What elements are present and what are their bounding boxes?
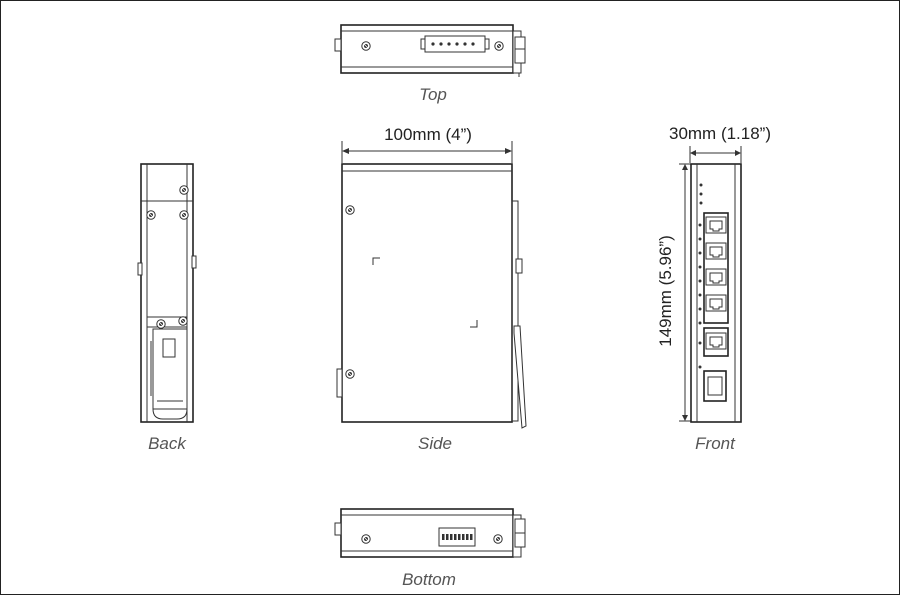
- screw-icon: [345, 205, 355, 215]
- screw-icon: [494, 41, 504, 51]
- status-leds: [698, 183, 703, 369]
- ethernet-port-icon: [705, 268, 727, 286]
- bottom-view: Bottom: [334, 508, 526, 589]
- back-view-label: Back: [148, 434, 187, 453]
- back-view: Back: [137, 163, 197, 453]
- screw-icon: [345, 369, 355, 379]
- dip-switch: [438, 527, 476, 547]
- screw-icon: [361, 41, 371, 51]
- screw-icon: [146, 210, 156, 220]
- bottom-view-label: Bottom: [402, 570, 456, 589]
- side-view-label: Side: [418, 434, 452, 453]
- screw-icon: [179, 185, 189, 195]
- top-view-label: Top: [419, 85, 447, 104]
- top-view: Top: [334, 24, 526, 104]
- sfp-port-icon: [703, 370, 727, 402]
- side-view: 100mm (4”) Side: [336, 125, 527, 453]
- ethernet-port-icon: [705, 332, 727, 350]
- ethernet-port-group: [703, 212, 729, 324]
- height-dimension: 149mm (5.96”): [656, 235, 675, 346]
- screw-icon: [156, 319, 166, 329]
- screw-icon: [493, 534, 503, 544]
- ethernet-port-icon: [705, 294, 727, 312]
- screw-icon: [361, 534, 371, 544]
- screw-icon: [178, 316, 188, 326]
- front-view-label: Front: [695, 434, 736, 453]
- ethernet-port-icon: [705, 242, 727, 260]
- front-view: 30mm (1.18”) 149mm (5.96”) F: [656, 124, 771, 453]
- ethernet-port-icon: [705, 216, 727, 234]
- screw-icon: [179, 210, 189, 220]
- depth-dimension: 30mm (1.18”): [669, 124, 771, 143]
- width-dimension: 100mm (4”): [384, 125, 472, 144]
